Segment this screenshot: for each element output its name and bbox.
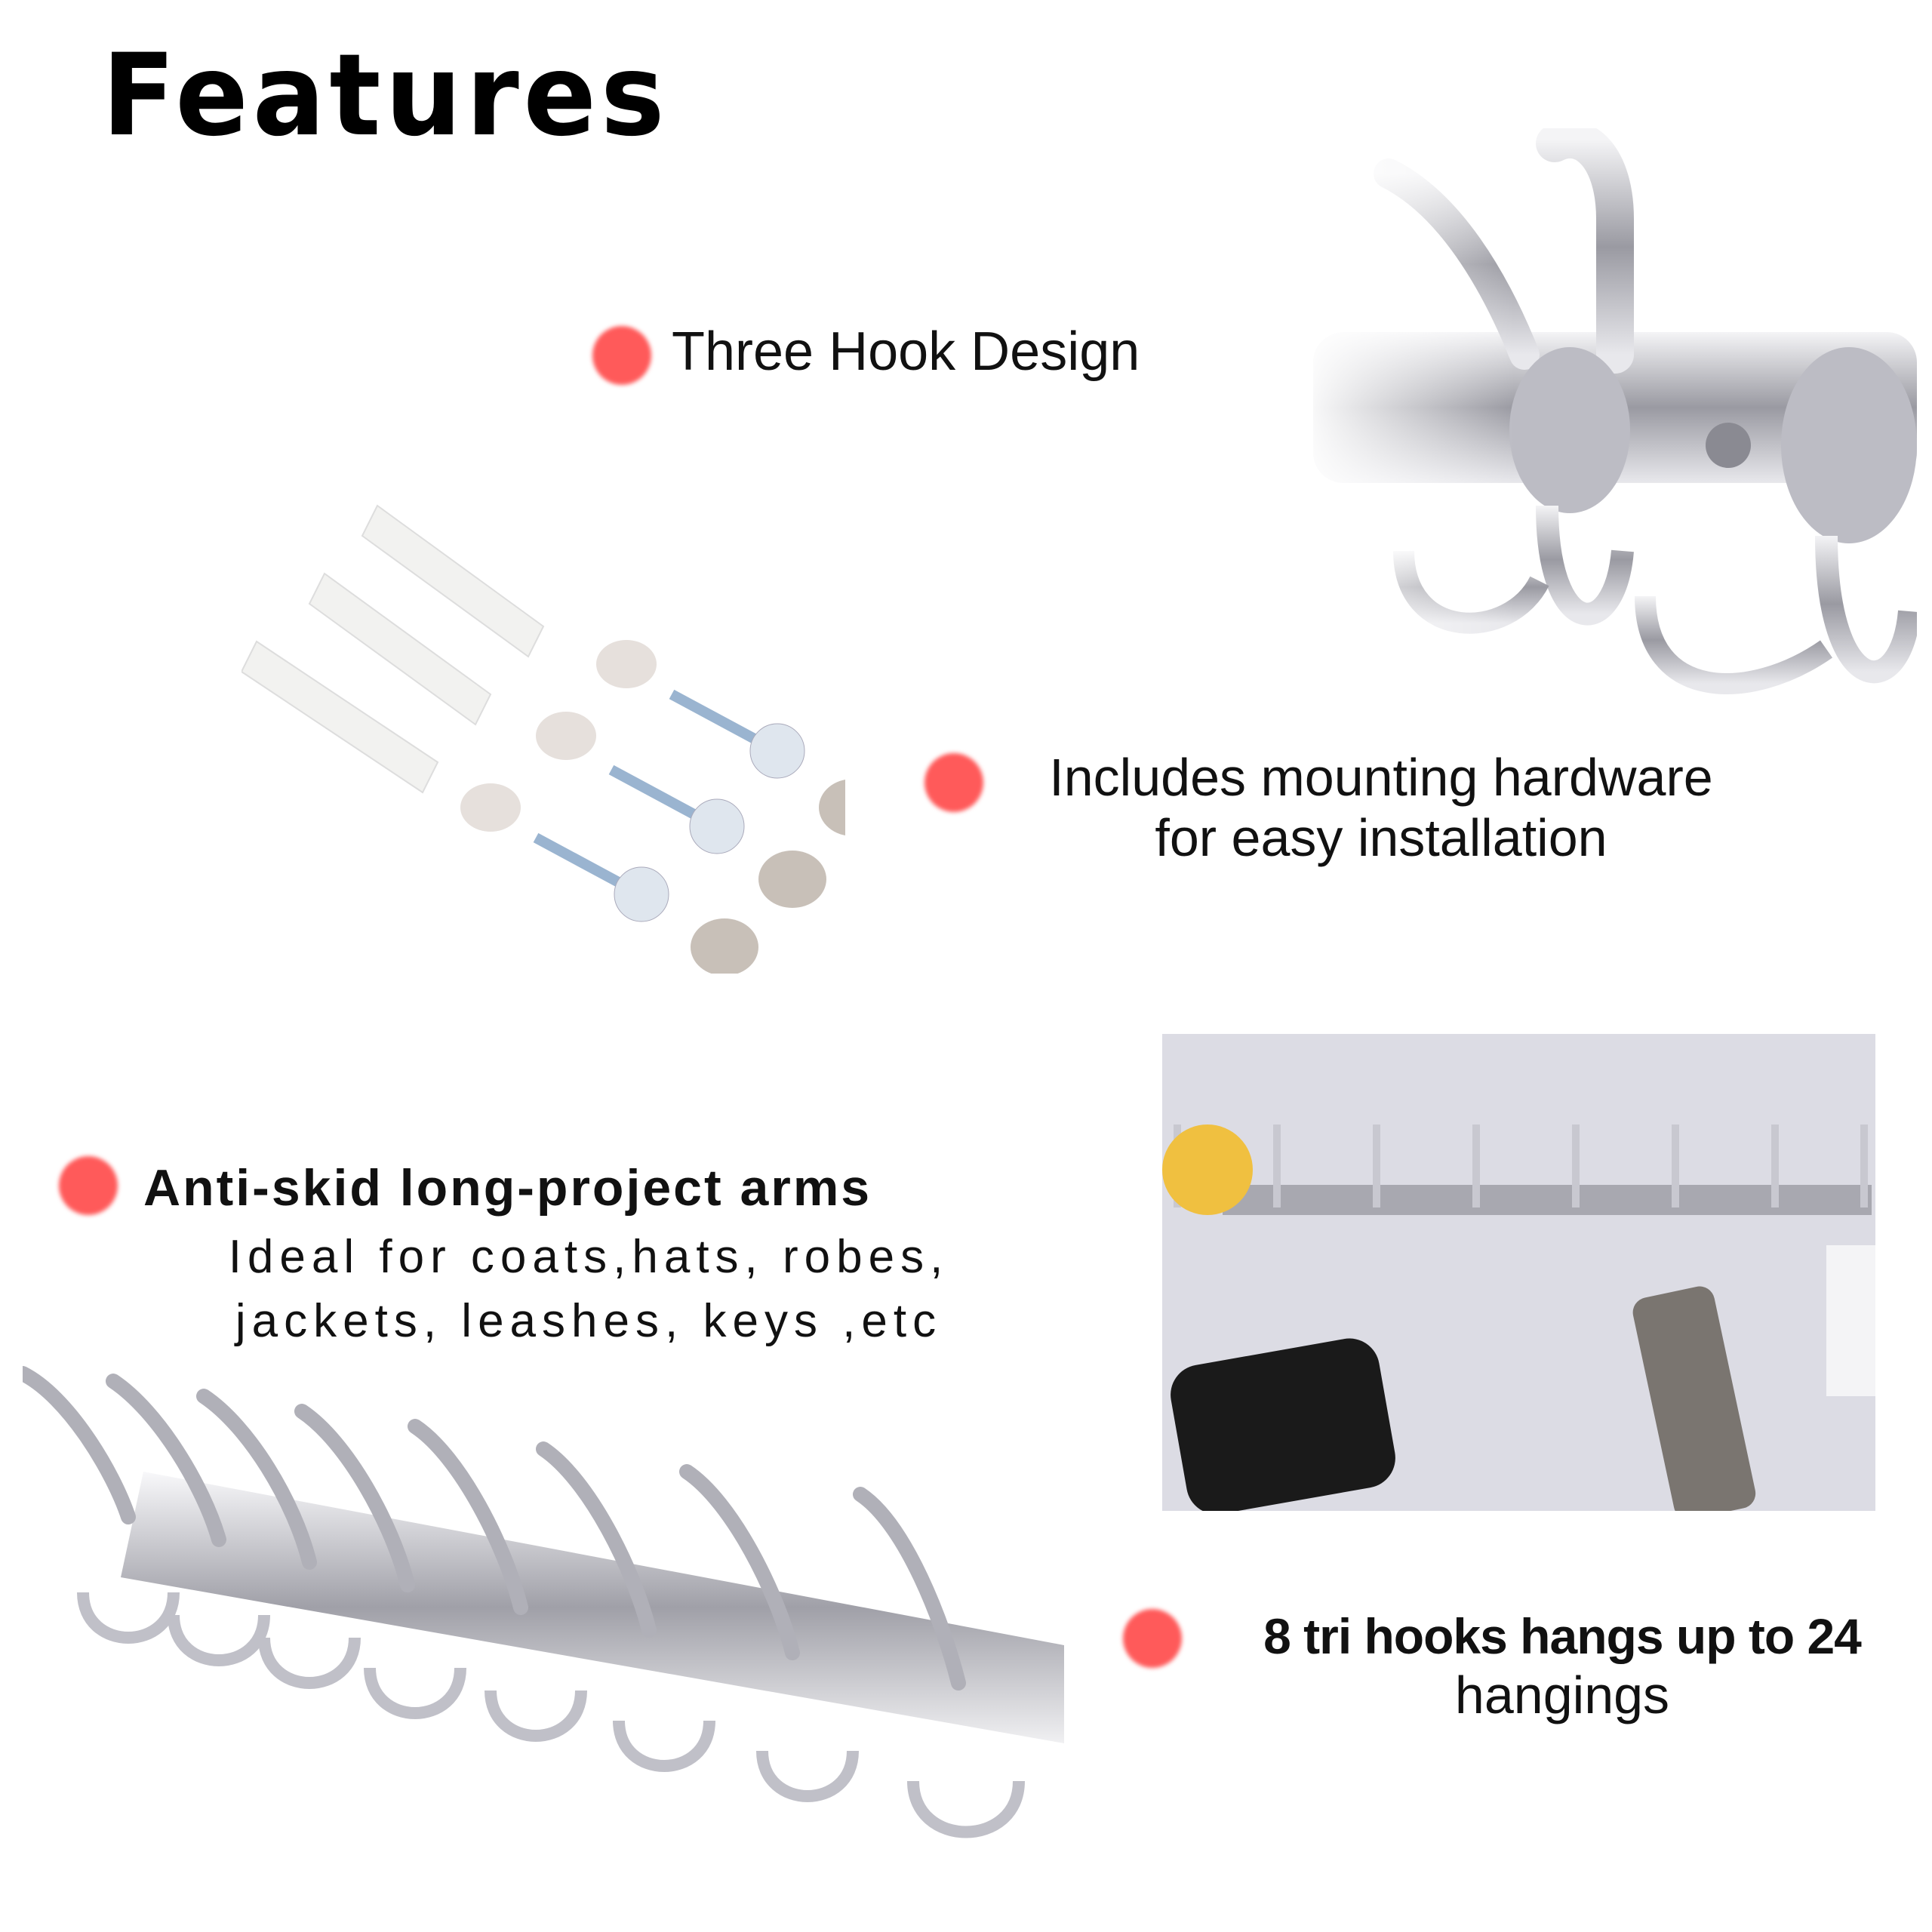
feature-heading: 8 tri hooks hangs up to 24 [1263,1608,1862,1664]
feature-three-hook-design: Three Hook Design [672,321,1140,382]
feature-detail-line2: jackets, leashes, keys ,etc [235,1295,943,1347]
bullet-dot-icon [592,326,651,385]
lifestyle-image [1162,1034,1875,1511]
feature-heading: Includes mounting hardware [1049,748,1713,807]
bullet-dot-icon [924,753,983,812]
feature-heading-line2: for easy installation [1155,808,1607,867]
feature-anti-skid-arms: Anti-skid long-project arms [143,1159,872,1217]
page-title: Features [102,30,669,162]
bullet-dot-icon [59,1156,118,1215]
feature-mounting-hardware: Includes mounting hardware for easy inst… [989,747,1774,868]
mounting-hardware-image [240,491,887,976]
bullet-dot-icon [1123,1609,1182,1668]
feature-tri-hooks: 8 tri hooks hangs up to 24 hangings [1200,1607,1924,1725]
feature-detail-line1: Ideal for coats,hats, robes, [228,1231,949,1283]
feature-heading-line2: hangings [1454,1666,1670,1724]
product-image [15,1366,1094,1894]
hook-closeup-image [1298,121,1921,747]
